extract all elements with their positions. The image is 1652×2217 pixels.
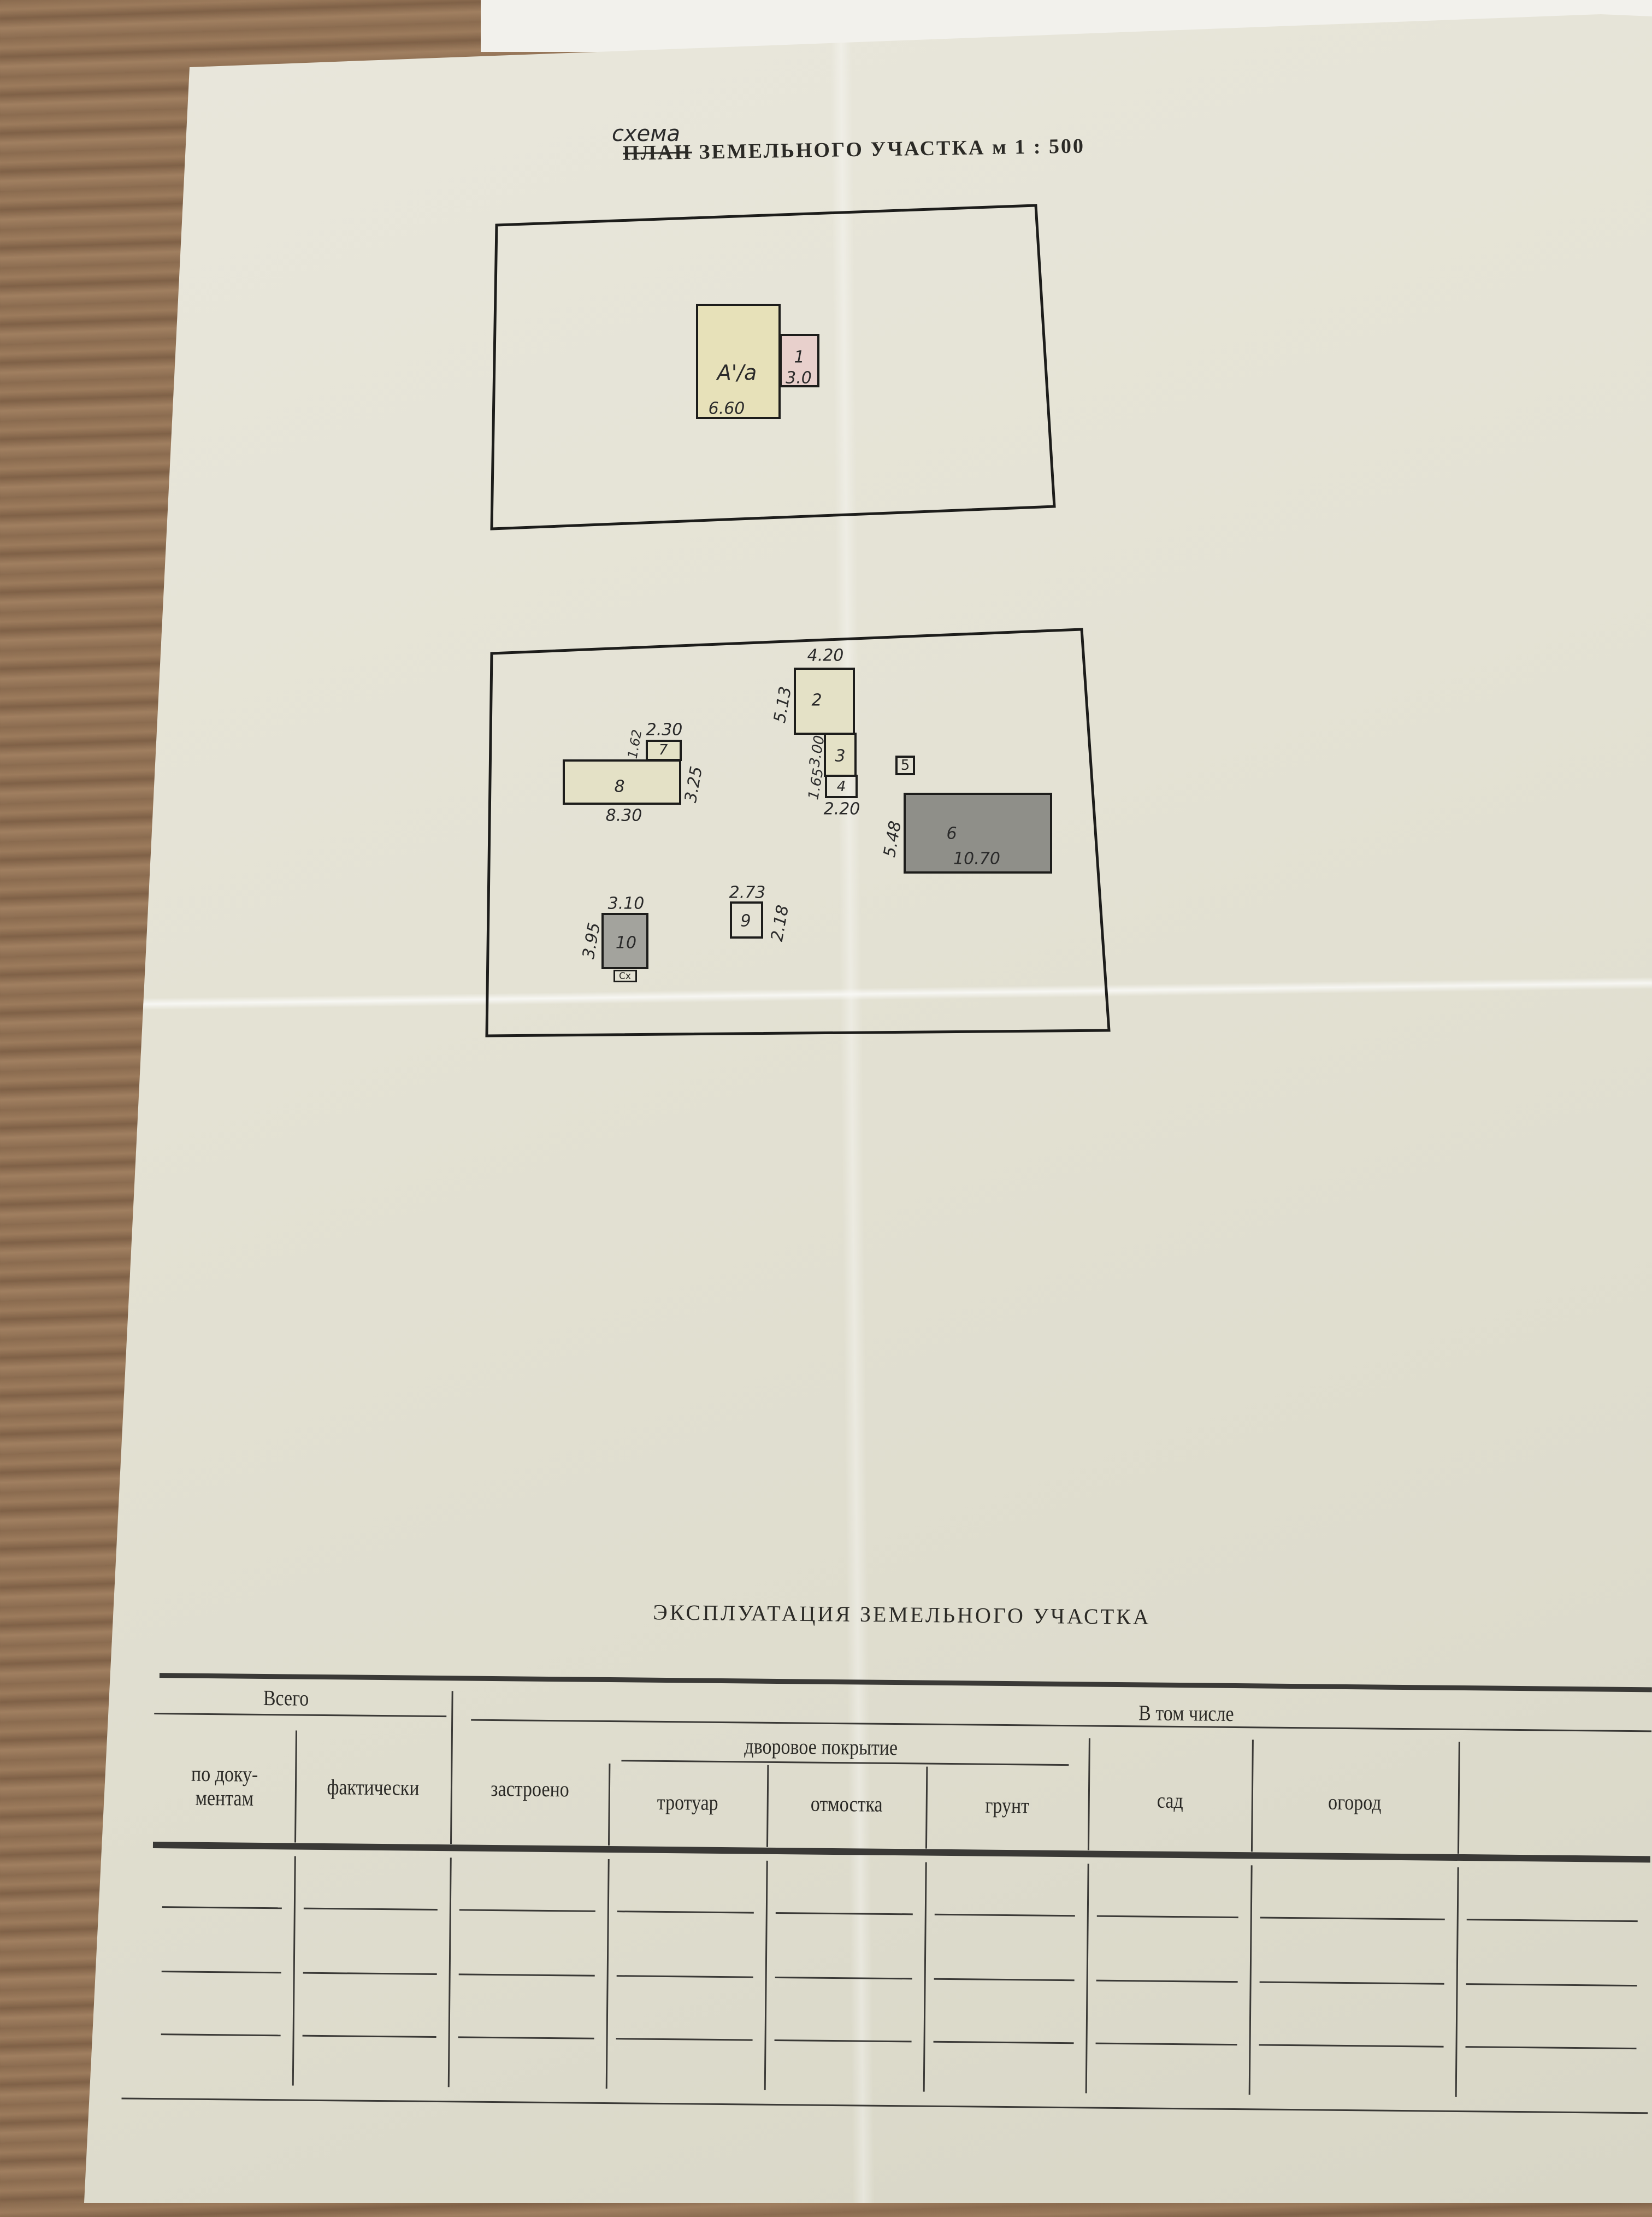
blank-entry-line — [162, 1906, 282, 1909]
blank-entry-line — [1259, 1981, 1444, 1985]
header-column-divider — [1457, 1741, 1460, 1854]
blank-entry-line — [775, 1912, 913, 1915]
blank-entry-line — [303, 1907, 438, 1911]
building-8-label: 8 — [614, 777, 625, 797]
handwritten-title-correction: схема — [612, 121, 680, 146]
building-4-label: 4 — [836, 779, 846, 795]
including-underline — [471, 1719, 1652, 1732]
column-header: сад — [1157, 1788, 1183, 1813]
main-building-dimension: 6.60 — [708, 399, 745, 418]
header-column-divider — [607, 1764, 611, 1846]
annex-dimension: 3.0 — [786, 368, 812, 388]
main-building-fill — [698, 306, 778, 417]
column-header: огород — [1328, 1789, 1382, 1815]
annex-1 — [780, 334, 819, 387]
annex-label: 1 — [794, 347, 805, 367]
blank-entry-line — [933, 2041, 1074, 2044]
top-plot-boundary — [490, 204, 1056, 530]
building-2-label: 2 — [811, 691, 822, 710]
building-10-width: 3.10 — [607, 894, 645, 913]
building-5 — [895, 756, 915, 775]
body-column-divider — [292, 1856, 296, 2086]
blank-entry-line — [1465, 2046, 1637, 2050]
building-3 — [824, 733, 857, 777]
yard-underline — [621, 1760, 1069, 1766]
building-6-width: 10.70 — [953, 849, 1000, 869]
blank-entry-line — [934, 1913, 1075, 1917]
building-9-width: 2.73 — [729, 883, 766, 903]
building-3-label: 3 — [835, 746, 846, 766]
body-column-divider — [1248, 1865, 1253, 2095]
bottom-plot-boundary — [485, 628, 1111, 1037]
blank-entry-line — [1466, 1919, 1638, 1923]
body-column-divider — [923, 1862, 927, 2092]
building-8 — [563, 759, 681, 805]
blank-entry-line — [302, 2035, 436, 2038]
building-2 — [794, 668, 855, 735]
blank-entry-line — [458, 2036, 594, 2039]
building-7-label: 7 — [658, 742, 668, 758]
table-title: ЭКСПЛУАТАЦИЯ ЗЕМЕЛЬНОГО УЧАСТКА — [653, 1600, 1151, 1630]
header-column-divider — [294, 1730, 297, 1843]
building-9 — [730, 901, 763, 939]
outhouse-label: Сх — [619, 971, 631, 982]
header-column-divider — [1250, 1740, 1254, 1852]
main-building-label: А'/а — [717, 361, 757, 385]
blank-entry-line — [1466, 1983, 1637, 1987]
body-column-divider — [605, 1859, 610, 2089]
blank-entry-line — [1260, 1917, 1445, 1920]
body-column-divider — [447, 1858, 452, 2088]
table-bottom-rule — [121, 2097, 1648, 2114]
building-2-width: 4.20 — [807, 646, 844, 665]
building-4 — [825, 775, 858, 798]
blank-entry-line — [1096, 1915, 1238, 1919]
blank-entry-line — [161, 1971, 281, 1974]
header-column-divider — [766, 1765, 769, 1847]
column-header: застроено — [490, 1776, 569, 1802]
table-top-rule — [159, 1673, 1652, 1693]
group-yard-header: дворовое покрытие — [744, 1733, 898, 1760]
body-column-divider — [1455, 1867, 1459, 2097]
outhouse-box — [613, 970, 637, 982]
header-column-divider — [925, 1766, 928, 1849]
blank-entry-line — [616, 2038, 753, 2041]
building-8-width: 8.30 — [605, 806, 642, 826]
blank-entry-line — [1259, 2044, 1444, 2048]
column-header: по доку- ментам — [191, 1761, 258, 1811]
blank-entry-line — [617, 1911, 754, 1914]
building-9-label: 9 — [740, 911, 751, 931]
building-6-label: 6 — [946, 824, 957, 844]
blank-entry-line — [303, 1972, 437, 1976]
building-7-width: 2.30 — [646, 720, 683, 740]
header-bottom-rule — [152, 1842, 1650, 1863]
blank-entry-line — [774, 2039, 912, 2043]
building-10 — [601, 913, 648, 969]
blank-entry-line — [775, 1976, 912, 1980]
header-column-divider — [450, 1691, 453, 1844]
blank-entry-line — [161, 2033, 281, 2037]
body-column-divider — [1085, 1864, 1089, 2094]
blank-entry-line — [458, 1973, 595, 1977]
building-6 — [904, 793, 1052, 874]
total-underline — [154, 1713, 447, 1718]
column-header: тротуар — [657, 1789, 718, 1815]
building-4-width: 2.20 — [823, 799, 860, 819]
building-10-label: 10 — [615, 933, 637, 953]
header-column-divider — [1087, 1738, 1090, 1850]
column-header: фактически — [326, 1774, 420, 1800]
blank-entry-line — [616, 1975, 753, 1978]
group-total-header: Всего — [263, 1685, 309, 1711]
blank-entry-line — [934, 1978, 1075, 1982]
blank-entry-line — [1096, 1979, 1238, 1983]
group-including-header: В том числе — [1138, 1700, 1234, 1726]
column-header: отмостка — [810, 1791, 883, 1817]
blank-entry-line — [459, 1909, 595, 1912]
body-column-divider — [764, 1860, 768, 2090]
building-5-label: 5 — [900, 757, 910, 774]
column-header: грунт — [984, 1793, 1029, 1818]
blank-entry-line — [1095, 2042, 1237, 2046]
